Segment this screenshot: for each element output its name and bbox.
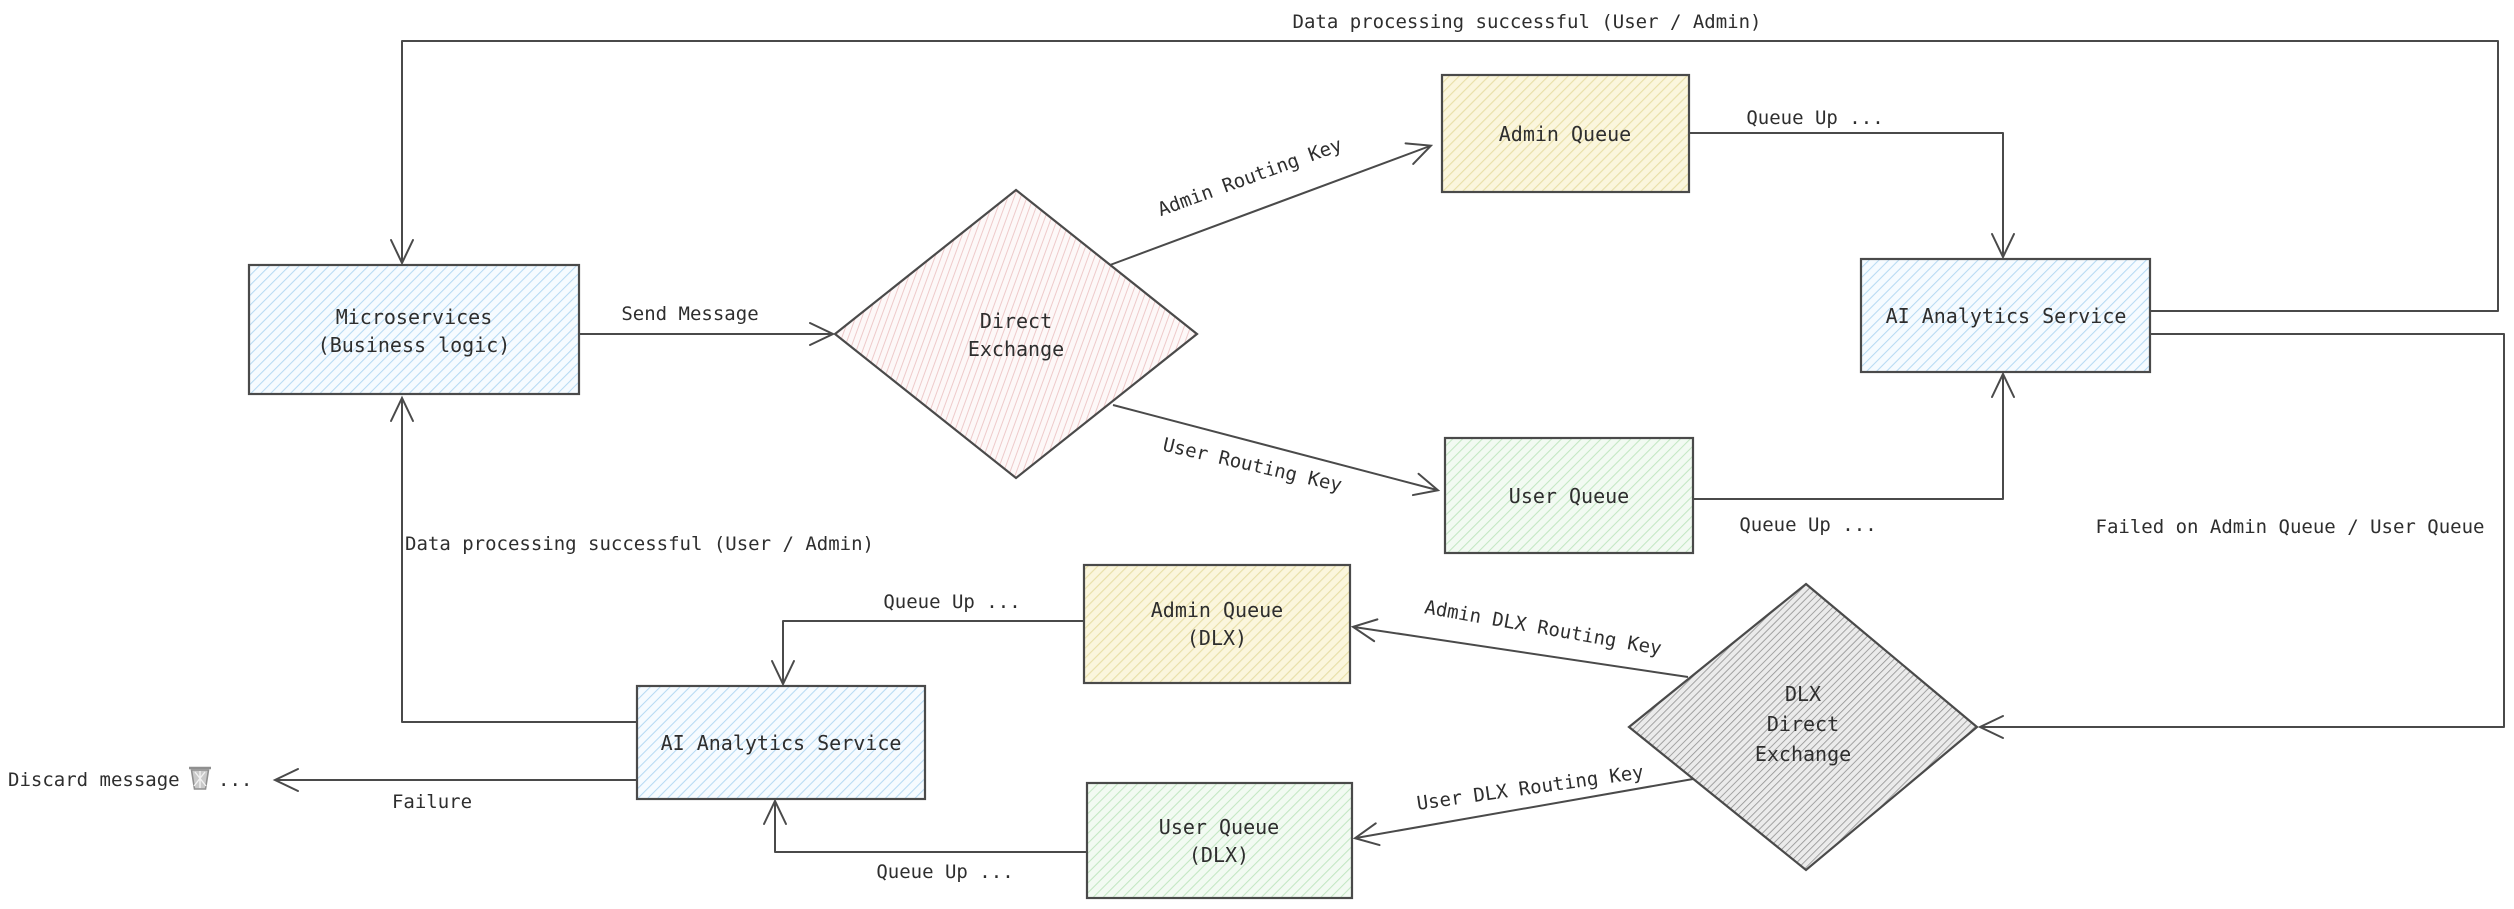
label-failure: Failure [392,791,472,813]
ai-analytics-main-label: AI Analytics Service [1886,304,2127,328]
direct-exchange-label-line2: Exchange [968,337,1064,361]
user-queue-dlx-label-line2: (DLX) [1189,843,1249,867]
edge-failed [1977,333,2505,739]
user-queue-dlx-box [1085,781,1354,900]
edge-user-dlx-queue-up [763,798,1087,853]
node-admin-queue-dlx: Admin Queue (DLX) [1082,563,1352,685]
node-user-queue-dlx: User Queue (DLX) [1085,781,1354,900]
user-queue-label: User Queue [1509,484,1629,508]
edge-admin-routing [1109,142,1434,266]
edges-layer [272,40,2505,853]
ai-analytics-main-box [1859,257,2152,374]
admin-queue-label: Admin Queue [1499,122,1631,146]
label-success-top: Data processing successful (User / Admin… [1293,11,1762,33]
edge-success-top [390,40,2499,312]
node-microservices: Microservices (Business logic) [247,263,581,396]
label-admin-dlx-routing-key: Admin DLX Routing Key [1423,596,1663,659]
label-success-mid: Data processing successful (User / Admin… [405,533,874,555]
edge-admin-queue-up [1689,132,2015,260]
edge-user-queue-up [1693,371,2015,500]
node-direct-exchange: Direct Exchange [833,188,1199,480]
edge-success-mid [390,395,637,723]
node-ai-analytics-dlx: AI Analytics Service [635,684,927,801]
label-discard-ellipsis: ... [218,769,252,791]
node-admin-queue: Admin Queue [1440,73,1691,194]
edge-admin-dlx-routing [1350,618,1689,678]
ai-analytics-dlx-label: AI Analytics Service [661,731,902,755]
microservices-label-line2: (Business logic) [318,333,511,357]
edge-user-routing [1112,404,1441,497]
admin-queue-dlx-box [1082,563,1352,685]
label-failed-on: Failed on Admin Queue / User Queue [2096,516,2485,538]
label-queue-up-user: Queue Up ... [1739,514,1876,536]
admin-queue-dlx-label-line2: (DLX) [1187,626,1247,650]
node-ai-analytics-main: AI Analytics Service [1859,257,2152,374]
user-queue-dlx-label-line1: User Queue [1159,815,1279,839]
user-queue-box [1443,436,1695,555]
label-discard-message: Discard message [8,769,180,791]
microservices-box [247,263,581,396]
edge-user-dlx-routing [1352,778,1694,847]
label-send-message: Send Message [621,303,758,325]
dlx-exchange-label-line2: Direct [1767,712,1839,736]
label-admin-routing-key: Admin Routing Key [1155,134,1345,221]
admin-queue-dlx-label-line1: Admin Queue [1151,598,1283,622]
node-user-queue: User Queue [1443,436,1695,555]
admin-queue-box [1440,73,1691,194]
discard-message-group: Discard message ... [8,766,252,791]
ai-analytics-dlx-box [635,684,927,801]
dlx-exchange-label-line3: Exchange [1755,742,1851,766]
edge-labels-layer: Send Message Admin Routing Key User Rout… [8,11,2484,883]
node-dlx-direct-exchange: DLX Direct Exchange [1627,582,1979,872]
trash-icon [189,766,211,790]
microservices-label-line1: Microservices [336,305,493,329]
label-queue-up-admin-dlx: Queue Up ... [883,591,1020,613]
edge-admin-dlx-queue-up [771,620,1084,687]
label-queue-up-admin: Queue Up ... [1746,107,1883,129]
label-user-routing-key: User Routing Key [1161,434,1344,497]
dlx-direct-exchange-diamond [1627,582,1979,872]
direct-exchange-label-line1: Direct [980,309,1052,333]
dlx-exchange-label-line1: DLX [1785,682,1821,706]
direct-exchange-diamond [833,188,1199,480]
label-queue-up-user-dlx: Queue Up ... [876,861,1013,883]
